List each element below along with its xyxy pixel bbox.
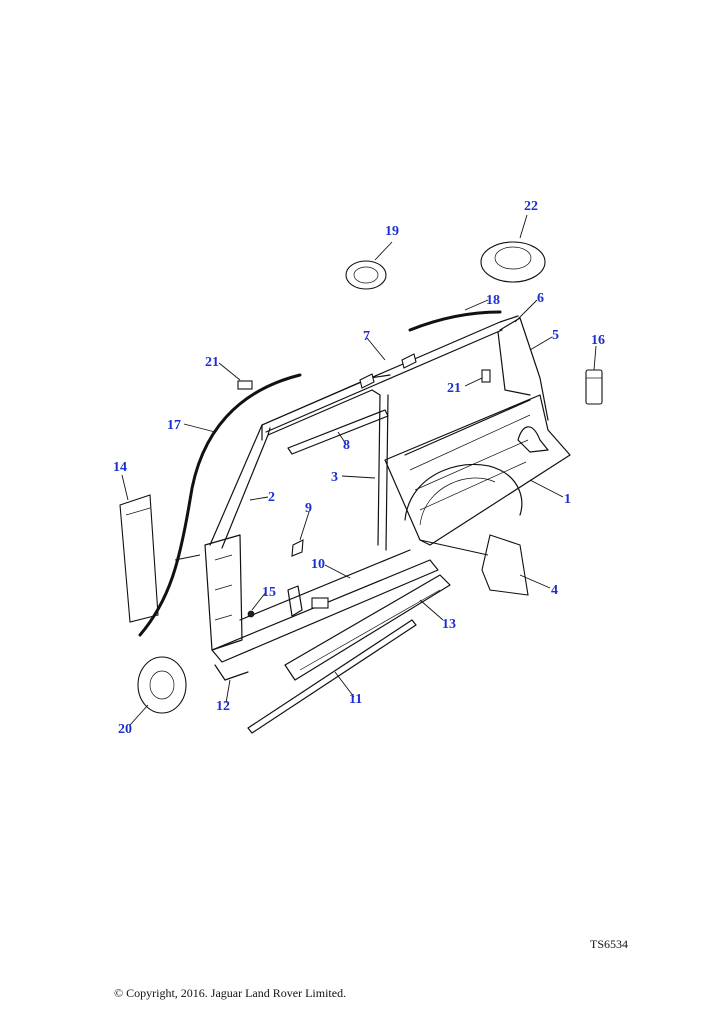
bracket bbox=[291, 539, 304, 557]
callout-16: 16 bbox=[591, 333, 605, 348]
grommet-upper bbox=[345, 260, 387, 290]
grommet-lower bbox=[137, 656, 187, 714]
drawing-reference: TS6534 bbox=[590, 937, 629, 951]
callout-7: 7 bbox=[363, 329, 370, 344]
sill-assembly bbox=[211, 549, 451, 734]
callout-14: 14 bbox=[113, 460, 127, 475]
callout-20: 20 bbox=[118, 722, 132, 737]
callout-9: 9 bbox=[305, 501, 312, 516]
callout-21-left: 21 bbox=[205, 355, 219, 370]
callout-18: 18 bbox=[486, 293, 500, 308]
callout-13: 13 bbox=[442, 617, 456, 632]
callout-8: 8 bbox=[343, 438, 350, 453]
door-seal bbox=[138, 373, 302, 637]
callout-6: 6 bbox=[537, 291, 544, 306]
roof-seal bbox=[408, 310, 502, 332]
clip-left bbox=[237, 380, 253, 390]
callout-22: 22 bbox=[524, 199, 538, 214]
trim-strip bbox=[287, 409, 389, 455]
pillar-trim bbox=[119, 494, 159, 623]
callout-21-right: 21 bbox=[447, 381, 461, 396]
callout-19: 19 bbox=[385, 224, 399, 239]
callout-12: 12 bbox=[216, 699, 230, 714]
body-side-panel bbox=[384, 317, 571, 546]
clip-right bbox=[481, 369, 491, 383]
callout-1: 1 bbox=[564, 492, 571, 507]
copyright-notice: © Copyright, 2016. Jaguar Land Rover Lim… bbox=[114, 986, 347, 1000]
grommet-roof bbox=[480, 241, 546, 283]
door-frame bbox=[204, 374, 391, 651]
callout-3: 3 bbox=[331, 470, 338, 485]
callouts: 1 2 3 4 5 6 7 8 9 10 11 12 13 14 15 16 1… bbox=[113, 199, 605, 737]
callout-11: 11 bbox=[349, 692, 362, 707]
fixing-stud bbox=[247, 610, 255, 618]
callout-17: 17 bbox=[167, 418, 181, 433]
leader-lines bbox=[121, 214, 597, 726]
callout-2: 2 bbox=[268, 490, 275, 505]
rear-lamp bbox=[585, 369, 603, 405]
rear-corner-panel bbox=[481, 534, 529, 596]
roof-rail bbox=[261, 315, 519, 433]
callout-4: 4 bbox=[551, 583, 558, 598]
callout-15: 15 bbox=[262, 585, 276, 600]
callout-10: 10 bbox=[311, 557, 325, 572]
callout-5: 5 bbox=[552, 328, 559, 343]
